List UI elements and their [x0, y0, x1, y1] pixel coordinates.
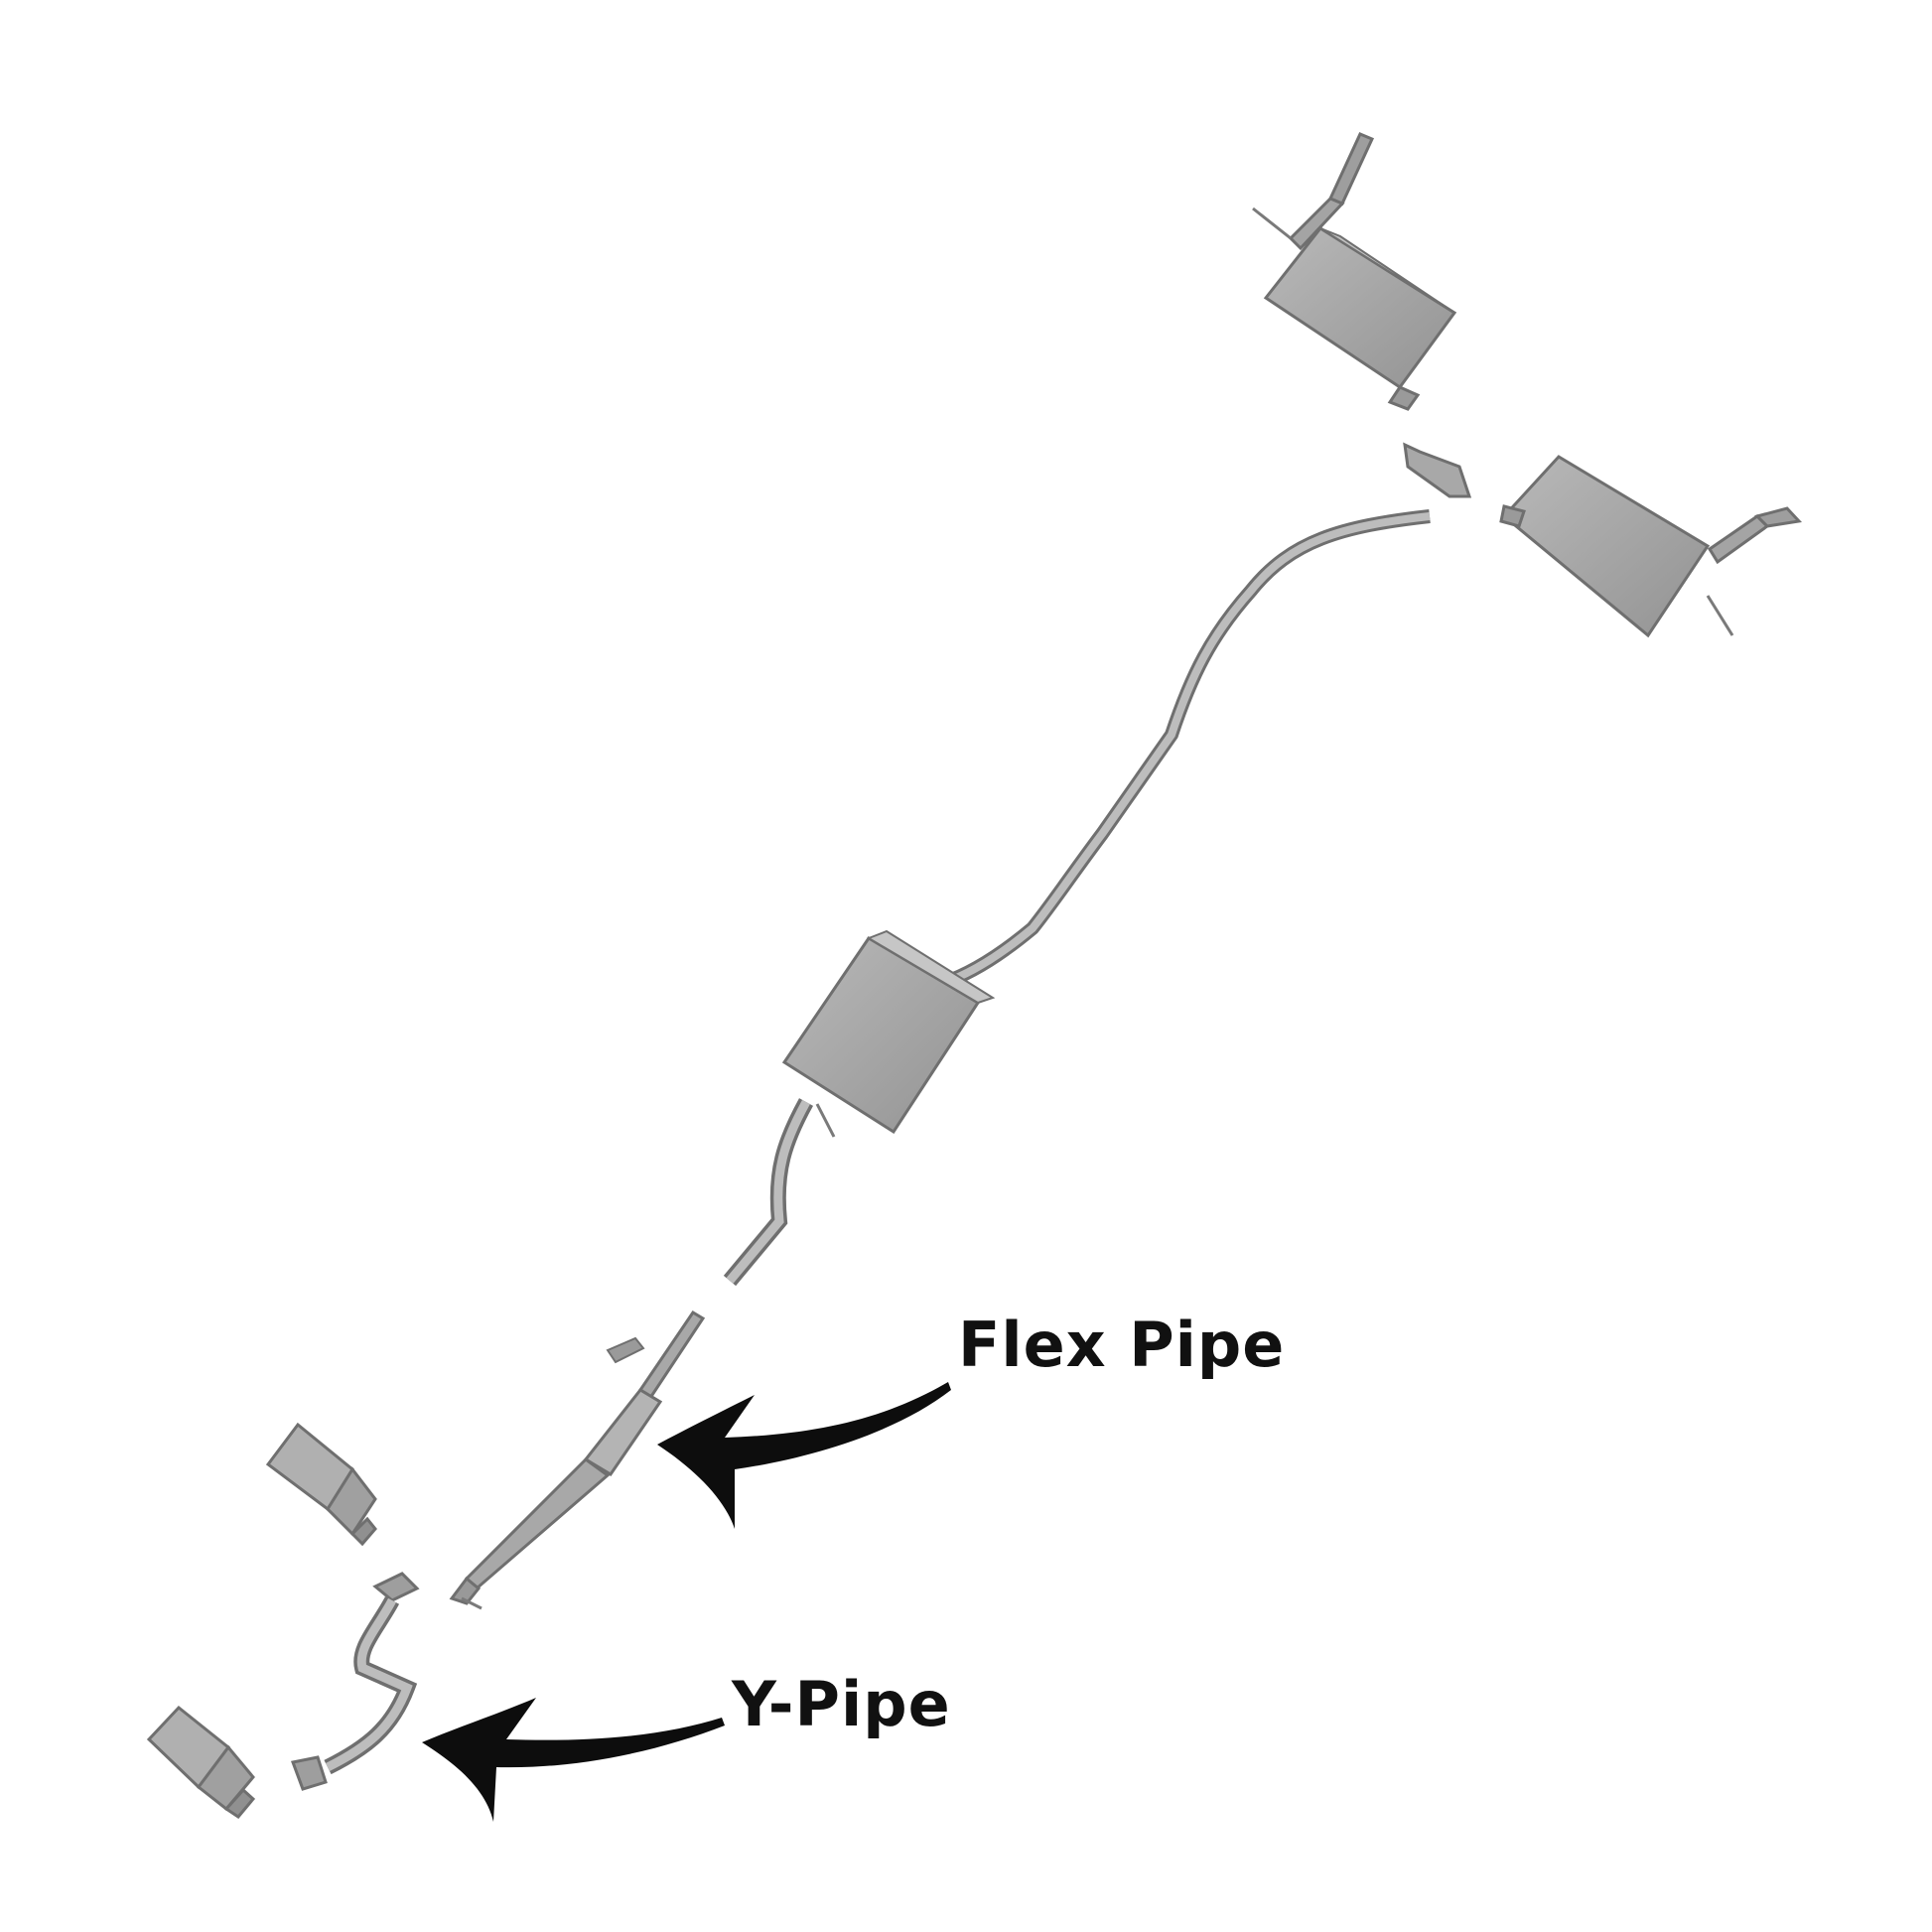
- center-muffler: [723, 929, 996, 1287]
- catalytic-converter-upper: [265, 1422, 377, 1547]
- rear-muffler-left: [1252, 132, 1457, 411]
- flex-pipe-label: Flex Pipe: [958, 1309, 1286, 1381]
- flex-pipe-assembly: [449, 1310, 706, 1610]
- y-pipe-part: [290, 1572, 420, 1791]
- y-pipe-label: Y-Pipe: [732, 1668, 951, 1740]
- y-pipe-arrow: [422, 1698, 725, 1822]
- rear-muffler-right: [1499, 455, 1803, 638]
- tail-pipe: [940, 442, 1472, 990]
- catalytic-converter-lower: [146, 1705, 256, 1819]
- flex-pipe-arrow: [657, 1382, 951, 1529]
